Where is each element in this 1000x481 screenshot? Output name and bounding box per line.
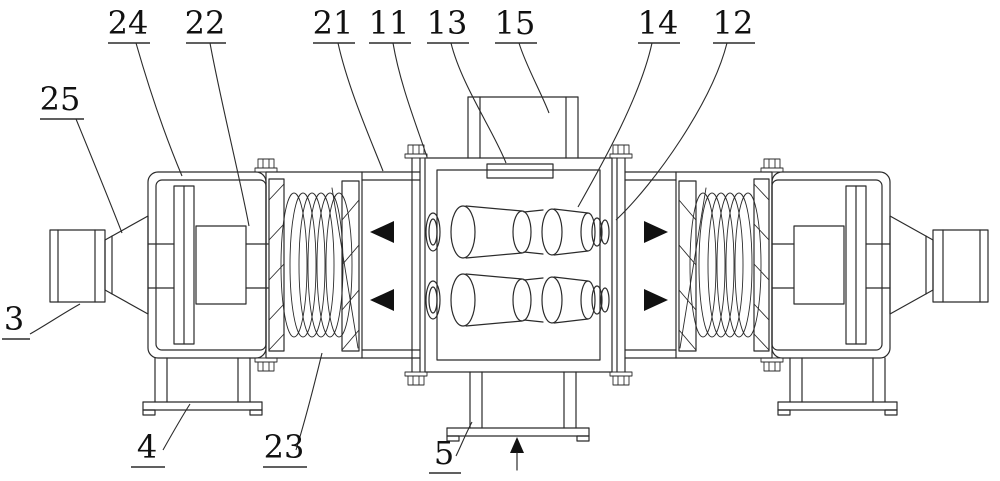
flow-arrow-right-lower-icon — [644, 289, 668, 311]
leader-4 — [162, 403, 191, 451]
ref-label-15: 15 — [495, 4, 536, 42]
ref-label-25: 25 — [40, 80, 81, 118]
right-hub — [793, 225, 845, 305]
left-plate-hatch — [268, 183, 285, 351]
leader-lines — [29, 42, 728, 457]
bolt-icon — [609, 144, 633, 159]
leader-13 — [450, 42, 507, 164]
left-piston-hatch — [331, 187, 360, 351]
left-spring-coil — [280, 192, 353, 338]
left-flow-channel — [361, 157, 421, 373]
bolt-icon — [760, 357, 784, 372]
left-shaft — [49, 215, 149, 315]
right-end-housing — [771, 171, 891, 359]
flow-arrow-left-lower-icon — [370, 289, 394, 311]
flow-arrow-left-upper-icon — [370, 221, 394, 243]
flow-arrow-right-upper-icon — [644, 221, 668, 243]
leader-22 — [209, 42, 250, 227]
bolt-icon — [760, 158, 784, 173]
leader-12 — [615, 42, 728, 221]
right-spring-coil — [689, 192, 762, 338]
right-plate-hatch — [753, 183, 770, 351]
leader-25 — [75, 118, 123, 234]
leader-21 — [337, 42, 384, 172]
bolt-icon — [254, 357, 278, 372]
left-hub — [195, 225, 247, 305]
bolt-icon — [404, 371, 428, 386]
ref-label-24: 24 — [108, 4, 149, 42]
ref-label-11: 11 — [369, 4, 410, 42]
left-piston-plate — [341, 180, 360, 352]
central-valve-body — [424, 96, 613, 442]
ref-label-13: 13 — [427, 4, 468, 42]
ref-label-22: 22 — [185, 4, 226, 42]
lower-roller-row — [425, 273, 610, 327]
upper-roller-row — [425, 205, 610, 259]
flow-arrows — [370, 221, 668, 471]
inner-sleeve — [486, 163, 554, 179]
bottom-port — [446, 371, 590, 442]
leader-15 — [518, 42, 550, 114]
ref-label-14: 14 — [638, 4, 679, 42]
leader-23 — [295, 352, 323, 451]
bolt-icon — [609, 371, 633, 386]
ref-label-3: 3 — [4, 300, 24, 338]
ref-label-12: 12 — [713, 4, 754, 42]
left-spring-chamber — [265, 171, 363, 359]
ref-label-5: 5 — [434, 434, 454, 472]
leader-14 — [577, 42, 653, 208]
top-port — [467, 96, 579, 159]
ref-label-21: 21 — [313, 4, 354, 42]
leader-3 — [29, 303, 81, 335]
ref-label-23: 23 — [264, 428, 305, 466]
right-spring-chamber — [675, 171, 773, 359]
right-drain-flange — [777, 357, 898, 416]
ref-label-4: 4 — [137, 428, 157, 466]
left-drain-flange — [142, 357, 263, 416]
reference-labels: 24 22 21 11 13 15 14 12 25 3 4 23 5 — [2, 4, 755, 474]
leader-11 — [392, 42, 428, 158]
right-flow-channel — [616, 157, 677, 373]
leader-5 — [455, 421, 473, 457]
right-piston-plate — [678, 180, 697, 352]
flow-arrow-up-icon — [510, 437, 524, 453]
right-piston-hatch — [678, 187, 707, 351]
right-shaft — [889, 215, 989, 315]
leader-24 — [135, 42, 183, 177]
left-end-housing — [147, 171, 269, 359]
bolt-icon — [254, 158, 278, 173]
